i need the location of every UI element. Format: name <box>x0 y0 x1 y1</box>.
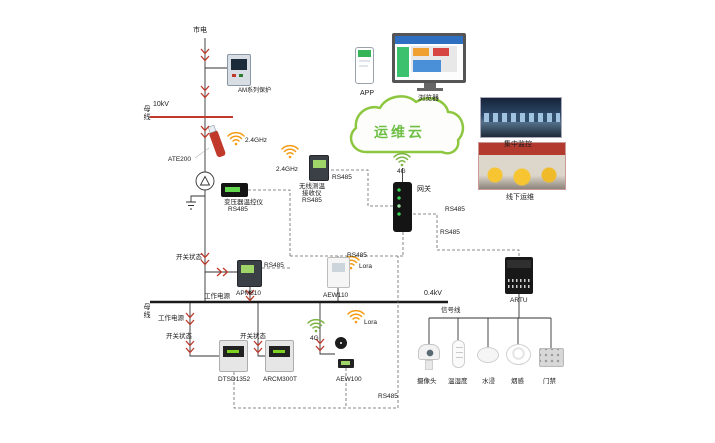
arcm300t-meter-device <box>265 340 294 372</box>
transformer-symbol <box>195 171 215 191</box>
wireless-ct-sensor-device <box>207 124 226 158</box>
label-aew110-lora: Lora <box>359 263 373 270</box>
label-apm810-rs485: RS485 <box>264 262 284 269</box>
aew100-ct-ring <box>335 337 347 349</box>
label-protection-relay: AM系列保护 <box>238 88 272 94</box>
app-phone-device <box>355 47 374 84</box>
wifi-icon-4g-gateway <box>393 153 411 167</box>
label-switch-state-1: 开关状态 <box>166 333 192 340</box>
label-2g4-a: 2.4GHz <box>245 137 268 144</box>
label-sensor-smoke: 烟感 <box>511 378 524 385</box>
feeder-column-2 <box>257 302 265 357</box>
label-app: APP <box>360 90 375 97</box>
label-temp-controller-rs485: RS485 <box>228 206 248 213</box>
label-dtsd1352: DTSD1352 <box>218 376 251 383</box>
label-sensor-temp-humidity: 温湿度 <box>448 378 468 385</box>
label-04kv: 0.4kV <box>424 290 442 297</box>
solid-wires <box>189 38 552 357</box>
label-gateway-rs485-right: RS485 <box>445 206 465 213</box>
label-offline-ops: 线下运维 <box>506 194 534 201</box>
feeder-column-1 <box>189 302 219 357</box>
camera-bracket <box>425 360 433 370</box>
ate200-leader-line <box>194 147 210 159</box>
label-10kv: 10kV <box>153 101 169 108</box>
label-ate200: ATE200 <box>168 156 192 163</box>
central-monitoring-photo <box>480 97 562 138</box>
door-access-device <box>539 348 564 367</box>
label-working-power-2: 工作电源 <box>158 315 184 322</box>
label-arcm300t: ARCM300T <box>263 376 297 383</box>
ground-symbol <box>186 195 205 210</box>
label-2g4-b: 2.4GHz <box>276 166 299 173</box>
label-receiver-name-2: 接收仪 <box>302 190 322 197</box>
label-sensor-water: 水浸 <box>482 378 495 385</box>
label-apm810: APM810 <box>236 290 261 297</box>
label-aew110: AEW110 <box>323 292 349 299</box>
aew110-meter-device <box>327 257 350 288</box>
apm810-meter-device <box>237 260 262 287</box>
label-cloud: 运维云 <box>374 124 425 140</box>
label-working-power-1: 工作电源 <box>204 293 230 300</box>
label-switch-state-top: 开关状态 <box>176 254 202 261</box>
aew100-meter-device <box>338 359 354 368</box>
label-browser: 浏览器 <box>418 95 439 102</box>
smoke-detector-device <box>506 344 531 365</box>
feeder-column-3 <box>319 302 335 355</box>
label-mains: 市电 <box>193 27 207 34</box>
wifi-icon-2g4-sensor <box>227 132 245 146</box>
cloud-shape <box>349 95 465 155</box>
camera-device <box>418 344 440 360</box>
monitor-stand-base <box>417 88 443 91</box>
wireless-temp-receiver-device <box>309 155 329 181</box>
label-receiver-name-1: 无线测温 <box>299 183 325 190</box>
transformer-temp-controller-device <box>221 183 248 197</box>
label-aew110-rs485: RS485 <box>347 252 367 259</box>
label-artu: ARTU <box>510 297 528 304</box>
label-sensor-camera: 摄像头 <box>417 378 437 385</box>
browser-monitor-screen <box>392 33 466 83</box>
label-aew100: AEW100 <box>336 376 362 383</box>
gateway-device <box>393 182 412 232</box>
wifi-icon-2g4-receiver <box>281 145 299 159</box>
label-bottom-rs485: RS485 <box>378 393 398 400</box>
label-temp-controller: 变压器温控仪 <box>224 199 263 206</box>
label-switch-state-2: 开关状态 <box>240 333 266 340</box>
offline-ops-photo <box>478 142 566 190</box>
artu-device <box>505 257 533 294</box>
label-gateway-rs485-down: RS485 <box>440 229 460 236</box>
protection-relay-device <box>227 54 251 86</box>
label-receiver-name-3: RS485 <box>302 197 322 204</box>
dtsd1352-meter-device <box>219 340 248 372</box>
label-gateway-4g: 4G <box>397 168 406 175</box>
label-feeder-4g: 4G <box>310 335 319 342</box>
signal-line-chain <box>428 317 552 348</box>
temp-humidity-sensor-device <box>452 340 465 368</box>
label-sensor-door: 门禁 <box>543 378 556 385</box>
water-leak-sensor-device <box>477 347 499 363</box>
label-feeder-lora: Lora <box>364 319 378 326</box>
label-busbar-top: 母线 <box>143 105 151 121</box>
wifi-icon-4g-arcm <box>307 319 325 333</box>
breaker-symbols <box>185 48 325 354</box>
label-signal-line: 信号线 <box>441 307 461 314</box>
label-receiver-rs485: RS485 <box>332 174 352 181</box>
wifi-icon-lora-aew100 <box>347 310 365 324</box>
label-busbar-bottom: 母线 <box>143 303 151 319</box>
dashed-rs485-links <box>233 169 520 409</box>
monitor-stand-neck <box>424 83 436 88</box>
label-gateway: 网关 <box>417 186 431 193</box>
label-central-monitoring: 集中监控 <box>504 141 532 148</box>
